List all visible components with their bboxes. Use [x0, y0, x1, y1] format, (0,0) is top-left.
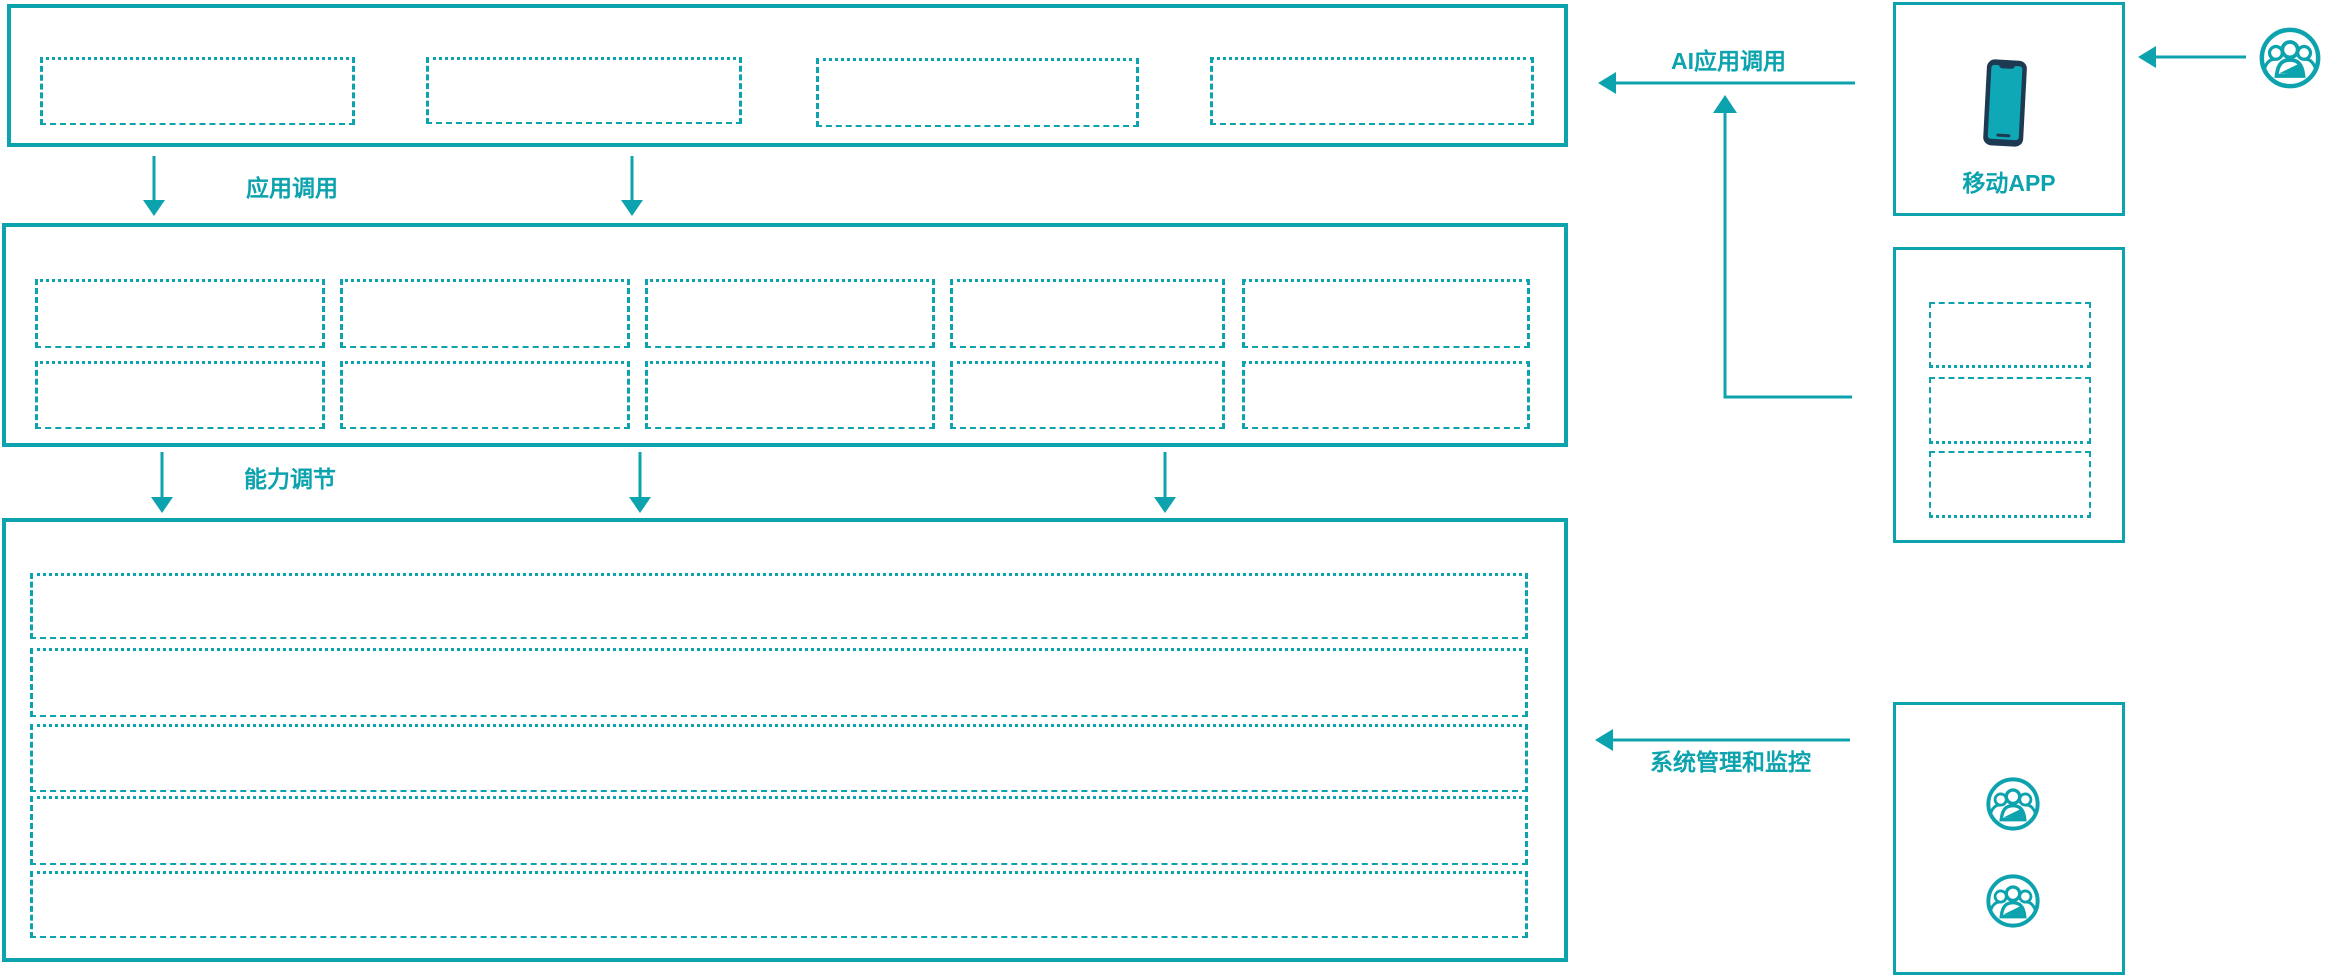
admin-box	[1893, 702, 2125, 975]
user-to-app-arrow	[2138, 46, 2246, 68]
middle-placeholder-r1c5	[1242, 279, 1530, 348]
capability-arrow-2	[629, 452, 651, 513]
client-placeholder-3	[1929, 451, 2091, 518]
middle-placeholder-r1c2	[340, 279, 630, 348]
bottom-row-1	[30, 573, 1528, 639]
admin-users-icon-1	[1985, 776, 2041, 832]
middle-layer-box	[2, 223, 1568, 447]
bottom-row-4	[30, 796, 1528, 865]
bottom-row-2	[30, 648, 1528, 717]
middle-placeholder-r2c1	[35, 361, 325, 429]
middle-placeholder-r2c3	[645, 361, 935, 429]
bottom-layer-box	[2, 518, 1568, 962]
middle-placeholder-r2c2	[340, 361, 630, 429]
client-placeholder-2	[1929, 377, 2091, 444]
app-call-label: 应用调用	[246, 175, 338, 201]
client-placeholder-1	[1929, 302, 2091, 368]
phone-icon	[1982, 58, 2028, 150]
client-box	[1893, 247, 2125, 543]
bottom-row-5	[30, 871, 1528, 938]
middle-placeholder-r2c5	[1242, 361, 1530, 429]
middle-placeholder-r1c1	[35, 279, 325, 348]
middle-placeholder-r2c4	[950, 361, 1225, 429]
capability-arrow-3	[1154, 452, 1176, 513]
top-placeholder-4	[1210, 57, 1534, 125]
ai-app-call-arrow	[1598, 72, 1855, 94]
mobile-app-label: 移动APP	[1962, 170, 2056, 196]
client-up-connector	[1713, 95, 1852, 399]
bottom-row-3	[30, 724, 1528, 792]
app-call-arrow-1	[143, 156, 165, 216]
system-monitor-arrow	[1595, 729, 1850, 751]
middle-placeholder-r1c4	[950, 279, 1225, 348]
top-placeholder-1	[40, 57, 355, 125]
ai-app-call-label: AI应用调用	[1671, 48, 1786, 74]
app-call-arrow-2	[621, 156, 643, 216]
capability-arrow-1	[151, 452, 173, 513]
middle-placeholder-r1c3	[645, 279, 935, 348]
users-icon	[2258, 26, 2322, 90]
top-placeholder-3	[816, 58, 1139, 127]
admin-users-icon-2	[1985, 873, 2041, 929]
system-monitor-label: 系统管理和监控	[1650, 749, 1811, 775]
capability-adjust-label: 能力调节	[244, 466, 336, 492]
top-placeholder-2	[426, 57, 742, 124]
